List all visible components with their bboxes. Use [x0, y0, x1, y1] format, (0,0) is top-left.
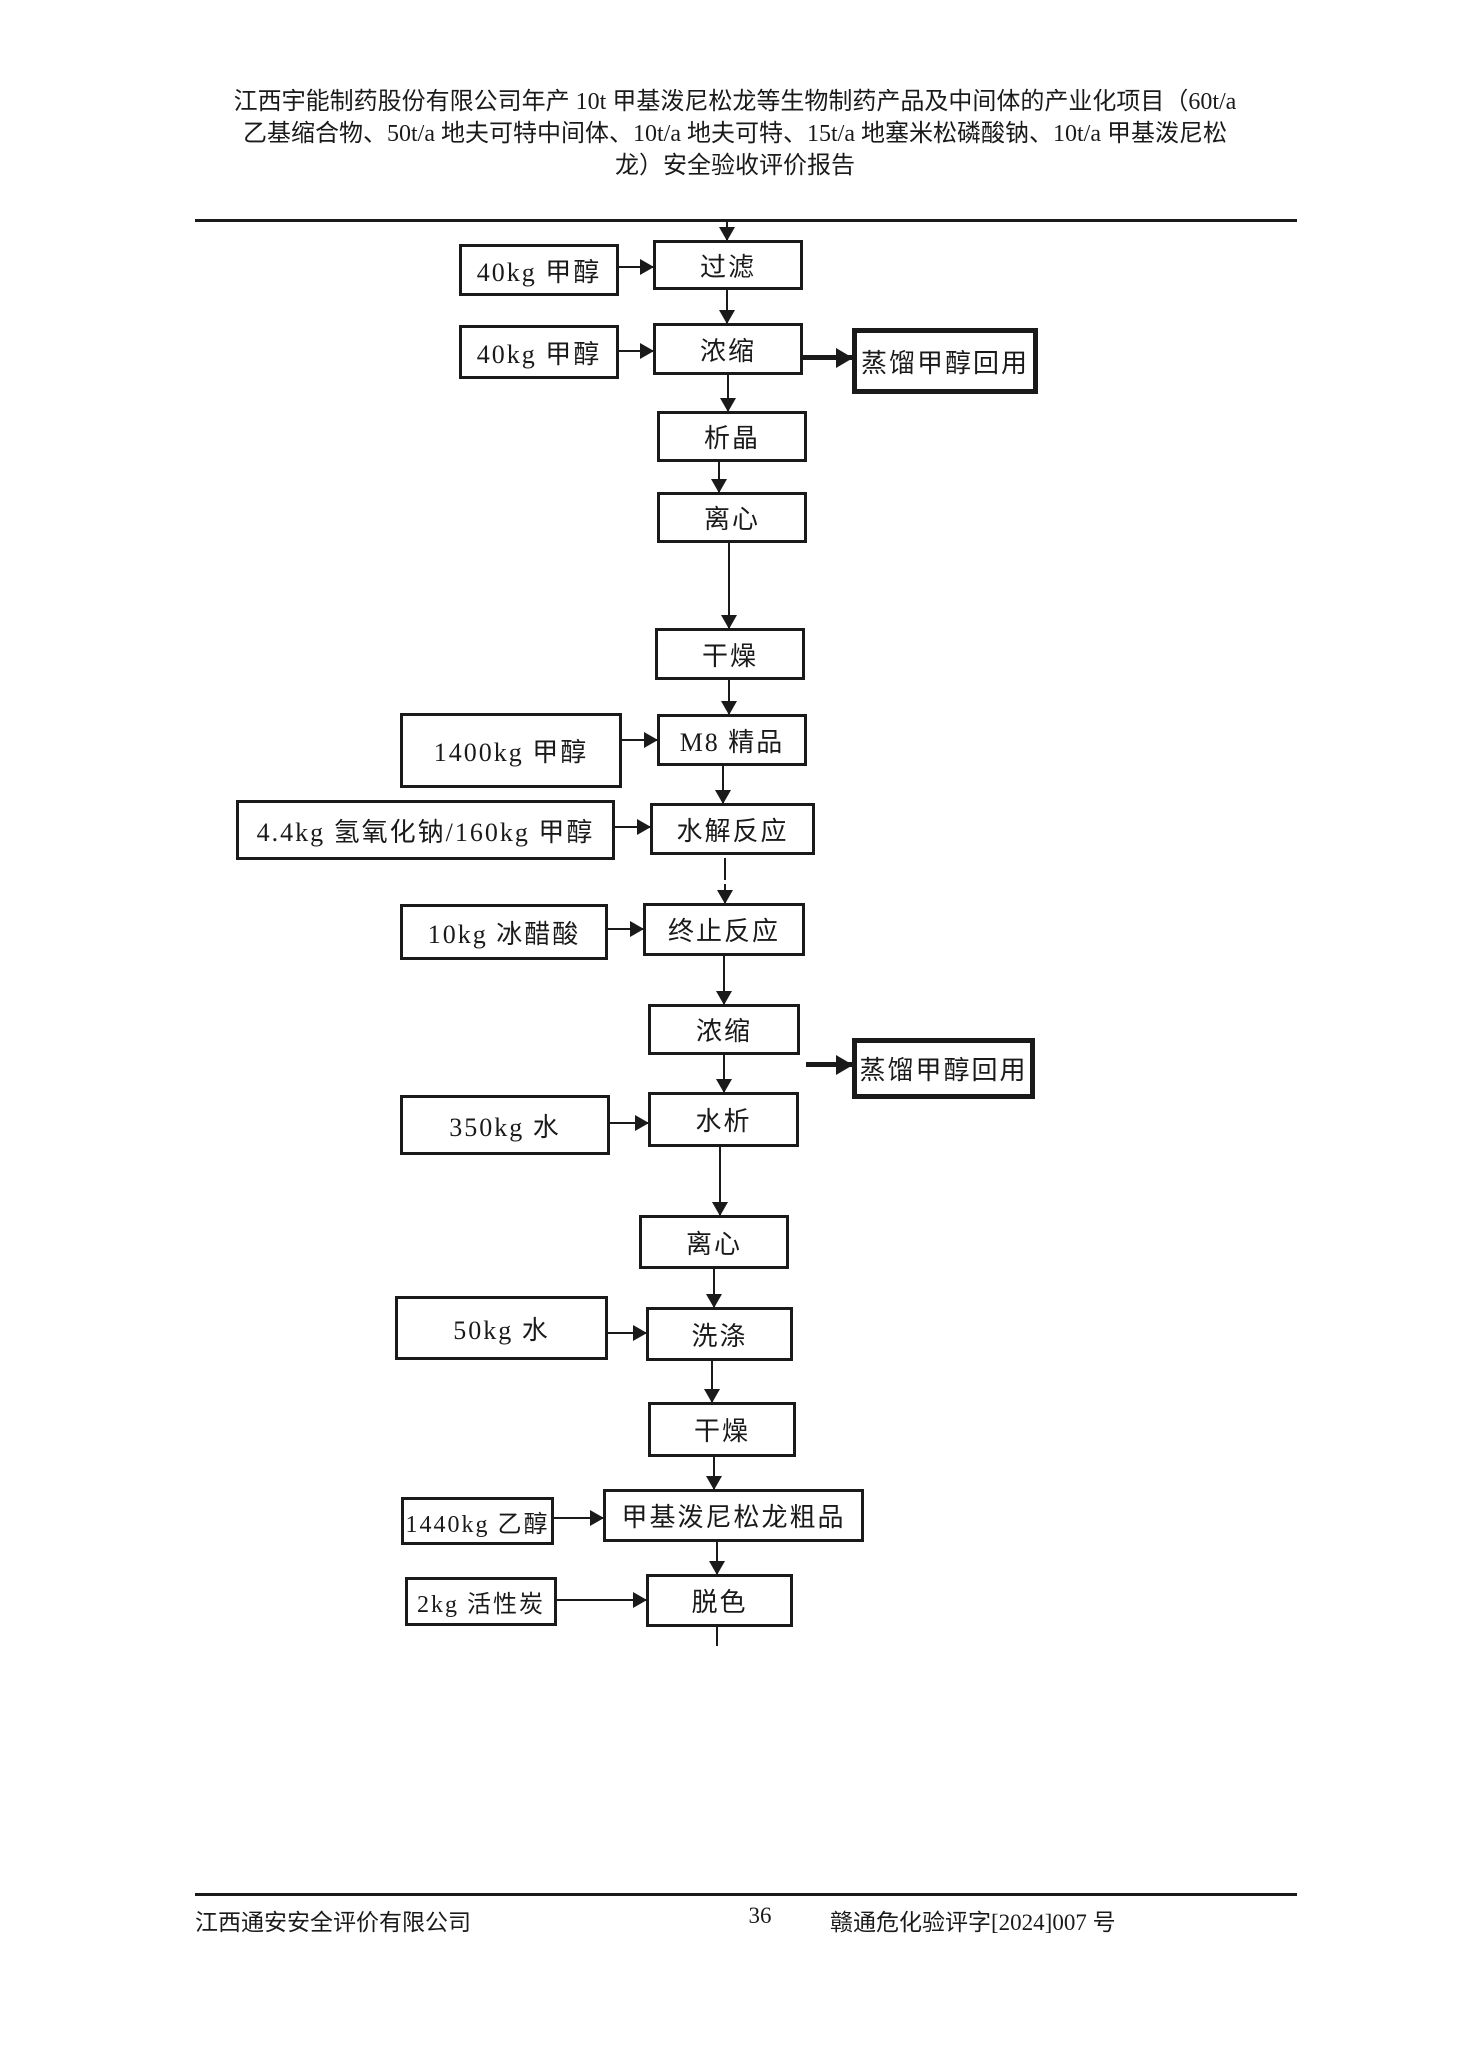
line-decolor-continues	[716, 1627, 718, 1646]
input-water-350-box: 350kg 水	[400, 1095, 610, 1155]
step-hydrolysis-box: 水解反应	[650, 803, 815, 855]
arrow-to-recycle2	[806, 1062, 852, 1067]
step-m8-refined-box: M8 精品	[657, 714, 807, 766]
step-dry1-box: 干燥	[655, 628, 805, 680]
arrow-methanol-1400-to-m8	[622, 739, 657, 741]
arrow-methanol-40-2-to-concentrate1	[619, 350, 653, 352]
output-recycle1-label: 蒸馏甲醇回用	[860, 348, 1029, 378]
doc-header: 江西宇能制药股份有限公司年产 10t 甲基泼尼松龙等生物制药产品及中间体的产业化…	[170, 86, 1300, 182]
footer-page-number: 36	[748, 1903, 772, 1928]
arrow-filter-to-concentrate1	[726, 290, 728, 323]
arrow-top-entry	[726, 219, 728, 240]
footer-rule	[195, 1893, 1297, 1896]
input-glacial-acetic-label: 10kg 冰醋酸	[427, 919, 581, 949]
output-recycle1-box: 蒸馏甲醇回用	[852, 328, 1038, 394]
step-terminate-label: 终止反应	[667, 917, 780, 946]
arrow-dry2-to-crude	[713, 1457, 715, 1489]
arrow-concentrate1-to-recycle1	[803, 355, 852, 360]
arrow-wash-to-dry2	[711, 1361, 713, 1402]
input-naoh-methanol-box: 4.4kg 氢氧化钠/160kg 甲醇	[236, 800, 615, 860]
step-water-precipitation-label: 水析	[695, 1107, 752, 1136]
step-filter-box: 过滤	[653, 240, 803, 290]
line-hydrolysis-to-terminate	[724, 858, 726, 880]
step-concentrate2-box: 浓缩	[648, 1004, 800, 1055]
step-centrifuge1-label: 离心	[703, 505, 760, 534]
step-concentrate1-box: 浓缩	[653, 323, 803, 375]
arrow-crystallize-to-centrifuge1	[718, 462, 720, 492]
input-water-350-label: 350kg 水	[449, 1112, 561, 1142]
input-methanol-40-1-label: 40kg 甲醇	[476, 257, 602, 287]
step-centrifuge2-label: 离心	[685, 1229, 742, 1259]
arrow-acetic-to-terminate	[608, 928, 643, 930]
header-rule	[195, 219, 1297, 222]
step-concentrate2-label: 浓缩	[695, 1017, 752, 1046]
input-methanol-40-1-box: 40kg 甲醇	[459, 244, 619, 296]
doc-title-line-3: 龙）安全验收评价报告	[615, 153, 855, 179]
input-glacial-acetic-box: 10kg 冰醋酸	[400, 904, 608, 960]
arrow-naoh-to-hydrolysis	[615, 826, 650, 828]
arrow-m8-to-hydrolysis	[722, 766, 724, 803]
step-crystallize-label: 析晶	[703, 424, 760, 453]
step-hydrolysis-label: 水解反应	[676, 816, 789, 846]
step-dry1-label: 干燥	[701, 641, 758, 671]
step-decolor-label: 脱色	[691, 1588, 748, 1617]
input-methanol-1400-box: 1400kg 甲醇	[400, 713, 622, 788]
doc-title-line-2: 乙基缩合物、50t/a 地夫可特中间体、10t/a 地夫可特、15t/a 地塞米…	[243, 121, 1227, 147]
step-concentrate1-label: 浓缩	[699, 336, 756, 366]
arrow-water-precipitation-to-centrifuge2	[719, 1147, 721, 1215]
step-centrifuge1-box: 离心	[657, 492, 807, 543]
step-crude-label: 甲基泼尼松龙粗品	[621, 1503, 846, 1532]
input-water-50-box: 50kg 水	[395, 1296, 608, 1360]
step-crude-box: 甲基泼尼松龙粗品	[603, 1489, 864, 1542]
step-terminate-box: 终止反应	[643, 903, 805, 956]
arrow-water-50-to-wash	[608, 1332, 646, 1334]
arrow-dry1-to-m8	[728, 680, 730, 714]
step-wash-label: 洗涤	[691, 1321, 748, 1351]
footer-company: 江西通安安全评价有限公司	[195, 1910, 471, 1935]
arrow-terminate-to-concentrate2	[723, 956, 725, 1004]
input-activated-carbon-box: 2kg 活性炭	[405, 1577, 557, 1626]
input-water-50-label: 50kg 水	[453, 1315, 550, 1345]
footer-doc-number: 赣通危化验评字[2024]007 号	[830, 1910, 1116, 1935]
arrow-concentrate1-to-crystallize	[727, 375, 729, 411]
step-dry2-box: 干燥	[648, 1402, 796, 1457]
input-ethanol-1440-label: 1440kg 乙醇	[405, 1511, 550, 1538]
step-dry2-label: 干燥	[693, 1417, 750, 1446]
arrow-centrifuge2-to-wash	[713, 1269, 715, 1307]
arrow-ethanol-to-crude	[554, 1517, 603, 1519]
input-methanol-40-2-box: 40kg 甲醇	[459, 325, 619, 379]
step-centrifuge2-box: 离心	[639, 1215, 789, 1269]
input-ethanol-1440-box: 1440kg 乙醇	[401, 1497, 554, 1545]
step-m8-refined-label: M8 精品	[679, 727, 785, 757]
step-crystallize-box: 析晶	[657, 411, 807, 462]
doc-title-line-1: 江西宇能制药股份有限公司年产 10t 甲基泼尼松龙等生物制药产品及中间体的产业化…	[233, 89, 1237, 115]
arrow-crude-to-decolor	[716, 1542, 718, 1574]
step-filter-label: 过滤	[699, 252, 756, 282]
step-decolor-box: 脱色	[646, 1574, 793, 1627]
arrow-carbon-to-decolor	[557, 1599, 646, 1601]
input-methanol-40-2-label: 40kg 甲醇	[476, 339, 602, 369]
step-wash-box: 洗涤	[646, 1307, 793, 1361]
input-activated-carbon-label: 2kg 活性炭	[417, 1592, 545, 1618]
arrow-water-350-to-water-precipitation	[610, 1122, 648, 1124]
arrow-centrifuge1-to-dry1	[728, 543, 730, 628]
input-methanol-1400-label: 1400kg 甲醇	[433, 738, 589, 767]
step-water-precipitation-box: 水析	[648, 1092, 799, 1147]
output-recycle2-box: 蒸馏甲醇回用	[852, 1038, 1035, 1099]
input-naoh-methanol-label: 4.4kg 氢氧化钠/160kg 甲醇	[256, 817, 595, 847]
output-recycle2-label: 蒸馏甲醇回用	[859, 1056, 1028, 1085]
arrow-concentrate2-to-water-precipitation	[723, 1055, 725, 1092]
arrow-hydrolysis-to-terminate	[724, 884, 726, 903]
arrow-methanol-40-1-to-filter	[619, 266, 653, 268]
